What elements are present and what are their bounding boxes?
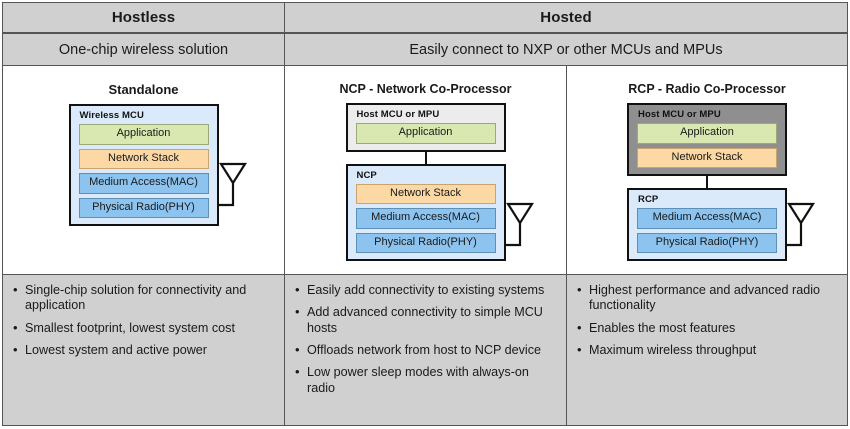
layer-application: Application xyxy=(78,124,209,145)
antenna-icon xyxy=(503,202,534,247)
list-item: Low power sleep modes with always-on rad… xyxy=(293,364,556,396)
benefits-column-ncp: Easily add connectivity to existing syst… xyxy=(285,275,567,425)
diagram-column-standalone: Standalone Wireless MCU Application Netw… xyxy=(3,66,285,274)
layer-network-stack: Network Stack xyxy=(78,148,209,170)
box-label-host-mcu-mpu: Host MCU or MPU xyxy=(638,109,721,120)
column-title-rcp: RCP - Radio Co-Processor xyxy=(628,82,786,96)
header-title-hostless: Hostless xyxy=(111,9,176,26)
box-ncp: NCP Network Stack Medium Access(MAC) Phy… xyxy=(345,163,506,262)
header-desc-hosted: Easily connect to NXP or other MCUs and … xyxy=(409,41,723,58)
list-item: Single-chip solution for connectivity an… xyxy=(11,282,274,314)
box-label-host-mcu-mpu: Host MCU or MPU xyxy=(356,109,440,120)
layer-medium-access: Medium Access(MAC) xyxy=(78,173,209,194)
header-cell-hosted-desc: Easily connect to NXP or other MCUs and … xyxy=(285,34,847,65)
antenna-icon xyxy=(785,202,815,247)
list-item: Enables the most features xyxy=(575,320,837,336)
column-title-ncp: NCP - Network Co-Processor xyxy=(339,82,512,96)
benefits-list-ncp: Easily add connectivity to existing syst… xyxy=(293,282,556,396)
box-label-wireless-mcu: Wireless MCU xyxy=(79,110,144,121)
layer-network-stack: Network Stack xyxy=(637,147,777,169)
header-cell-hostless-desc: One-chip wireless solution xyxy=(3,34,285,65)
antenna-icon xyxy=(216,162,247,207)
header-title-hosted: Hosted xyxy=(540,9,592,26)
layer-medium-access: Medium Access(MAC) xyxy=(637,208,777,229)
header-cell-hostless: Hostless xyxy=(3,3,285,32)
list-item: Smallest footprint, lowest system cost xyxy=(11,320,274,336)
layer-application: Application xyxy=(637,123,777,144)
layer-physical-radio: Physical Radio(PHY) xyxy=(355,232,496,254)
list-item: Maximum wireless throughput xyxy=(575,342,837,358)
list-item: Lowest system and active power xyxy=(11,342,274,358)
benefits-column-rcp: Highest performance and advanced radio f… xyxy=(567,275,847,425)
box-host-mcu-mpu-ncp: Host MCU or MPU Application xyxy=(345,103,506,152)
diagram-column-rcp: RCP - Radio Co-Processor Host MCU or MPU… xyxy=(567,66,847,274)
layer-network-stack: Network Stack xyxy=(355,183,496,205)
list-item: Easily add connectivity to existing syst… xyxy=(293,282,556,298)
header-desc-hostless: One-chip wireless solution xyxy=(58,41,229,58)
box-wireless-mcu: Wireless MCU Application Network Stack M… xyxy=(68,104,219,227)
box-host-mcu-mpu-rcp: Host MCU or MPU Application Network Stac… xyxy=(627,103,787,177)
host-to-ncp-connector xyxy=(424,151,427,164)
diagram-column-ncp: NCP - Network Co-Processor Host MCU or M… xyxy=(285,66,567,274)
benefits-list-standalone: Single-chip solution for connectivity an… xyxy=(11,282,274,358)
list-item: Offloads network from host to NCP device xyxy=(293,342,556,358)
header-row-categories: Hostless Hosted xyxy=(2,2,848,33)
box-label-ncp: NCP xyxy=(356,169,377,181)
list-item: Add advanced connectivity to simple MCU … xyxy=(293,304,556,336)
header-cell-hosted: Hosted xyxy=(285,3,847,32)
column-title-standalone: Standalone xyxy=(108,82,179,97)
host-to-rcp-connector xyxy=(706,176,708,189)
benefits-column-standalone: Single-chip solution for connectivity an… xyxy=(3,275,285,425)
layer-medium-access: Medium Access(MAC) xyxy=(355,208,496,229)
header-row-descriptions: One-chip wireless solution Easily connec… xyxy=(2,33,848,66)
list-item: Highest performance and advanced radio f… xyxy=(575,282,837,314)
benefits-list-rcp: Highest performance and advanced radio f… xyxy=(575,282,837,358)
layer-application: Application xyxy=(355,123,496,144)
layer-physical-radio: Physical Radio(PHY) xyxy=(637,232,777,254)
box-rcp: RCP Medium Access(MAC) Physical Radio(PH… xyxy=(627,188,787,262)
layer-physical-radio: Physical Radio(PHY) xyxy=(78,197,209,219)
box-label-rcp: RCP xyxy=(638,194,659,206)
diagram-band: Standalone Wireless MCU Application Netw… xyxy=(2,66,848,274)
benefits-band: Single-chip solution for connectivity an… xyxy=(2,274,848,426)
